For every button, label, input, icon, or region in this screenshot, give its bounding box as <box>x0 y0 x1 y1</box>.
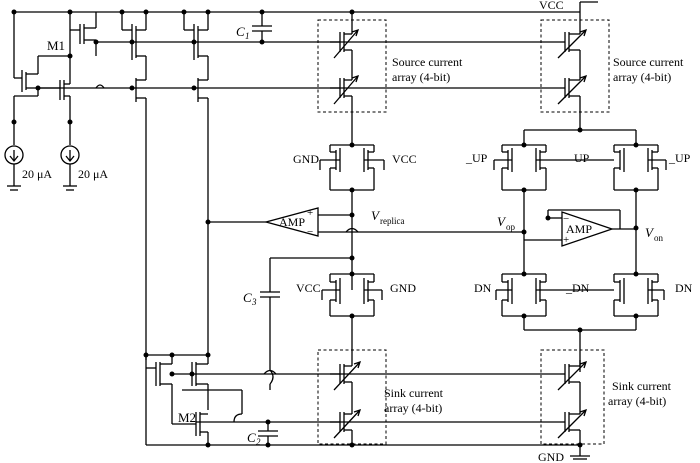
v-op-label: V <box>497 214 507 229</box>
source-array-2-title: Source current <box>613 55 684 69</box>
replica-switch-bottom: VCC GND <box>296 273 416 360</box>
sink-array-1: Sink current array (4-bit) <box>317 349 444 445</box>
gnd-label: GND <box>538 450 564 463</box>
m1-label: M1 <box>47 38 65 53</box>
svg-text:−: − <box>563 213 569 225</box>
svg-text:2: 2 <box>256 437 261 447</box>
vcc-rail: VCC <box>14 0 598 22</box>
sink-array-2-title: Sink current <box>612 379 672 393</box>
switch-dn-left: DN <box>474 281 492 295</box>
svg-text:replica: replica <box>380 216 404 226</box>
capacitor-c1: C 1 <box>236 12 272 42</box>
svg-text:1: 1 <box>245 31 250 41</box>
source-array-1-subtitle: array (4-bit) <box>392 70 450 84</box>
svg-text:C: C <box>247 430 256 445</box>
amp-replica-label: AMP <box>279 215 305 229</box>
capacitor-c2: C 2 <box>247 422 278 447</box>
source-array-2-subtitle: array (4-bit) <box>613 70 671 84</box>
switch-gnd-top: GND <box>293 152 319 166</box>
svg-text:+: + <box>307 207 313 219</box>
source-array-1: Source current array (4-bit) <box>317 12 463 145</box>
sink-array-1-subtitle: array (4-bit) <box>384 401 442 415</box>
current-source-2-label: 20 μA <box>78 167 108 181</box>
sink-array-2-subtitle: array (4-bit) <box>608 394 666 408</box>
v-replica-label: V <box>371 208 381 223</box>
switch-vcc-bottom: VCC <box>296 281 321 295</box>
svg-text:op: op <box>506 222 516 232</box>
capacitor-c3: C 3 <box>243 257 352 390</box>
v-on-label: V <box>645 225 655 240</box>
switch-vcc-top: VCC <box>392 152 417 166</box>
amp-buffer-label: AMP <box>566 222 592 236</box>
current-source-1-label: 20 μA <box>22 167 52 181</box>
amp-buffer: AMP − + V op V on <box>497 209 664 247</box>
switch-nup-right: _UP <box>668 151 691 165</box>
svg-text:on: on <box>654 233 664 243</box>
replica-switch-top: GND VCC <box>293 144 417 290</box>
bias-mirror: M1 20 μA 20 μA <box>4 12 330 360</box>
sink-array-2: Sink current array (4-bit) <box>330 349 672 452</box>
switch-nup-left: _UP <box>465 151 488 165</box>
c1-label: C <box>236 24 245 39</box>
switch-dn-right: DN <box>675 281 693 295</box>
amp-replica: AMP + − V replica <box>208 207 524 238</box>
svg-text:−: − <box>307 226 313 238</box>
switch-ndn-mid: _DN <box>565 281 590 295</box>
gnd-symbol: GND <box>538 450 590 463</box>
source-array-2: Source current array (4-bit) <box>330 19 684 130</box>
svg-text:+: + <box>563 234 569 246</box>
switch-gnd-bottom: GND <box>390 281 416 295</box>
vcc-label: VCC <box>539 0 564 12</box>
sink-array-1-title: Sink current <box>384 386 444 400</box>
charge-pump-core: _UP UP _UP DN _DN DN <box>465 129 693 372</box>
source-array-1-title: Source current <box>392 55 463 69</box>
sink-bias: M2 <box>145 354 580 446</box>
m2-label: M2 <box>178 410 196 425</box>
svg-text:C: C <box>243 290 252 305</box>
svg-text:3: 3 <box>251 297 257 307</box>
switch-up-mid: UP <box>574 151 590 165</box>
